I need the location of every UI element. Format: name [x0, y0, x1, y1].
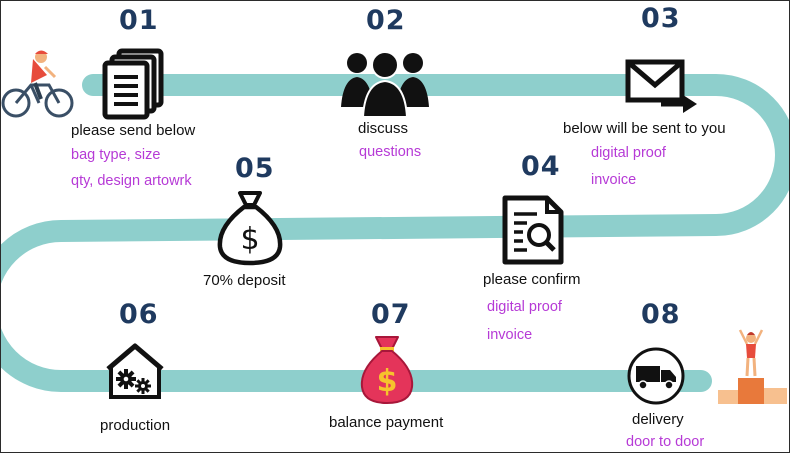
step-3-label: below will be sent to you	[563, 120, 726, 137]
step-1-label: please send below	[71, 122, 196, 139]
document-search-icon	[502, 195, 564, 265]
money-bag-outline-icon: $	[217, 191, 283, 266]
step-8-detail-1: door to door	[626, 434, 705, 450]
svg-text:$: $	[377, 364, 398, 399]
step-4-number: 04	[521, 151, 561, 182]
step-3-number: 03	[641, 3, 681, 34]
documents-icon	[102, 48, 164, 120]
factory-gears-icon	[106, 343, 164, 399]
step-2-detail-1: questions	[359, 144, 422, 160]
step-3-detail-2: invoice	[591, 172, 637, 188]
step-7-number: 07	[371, 299, 411, 330]
people-group-icon	[341, 51, 429, 117]
delivery-truck-icon	[627, 347, 685, 405]
step-8-number: 08	[641, 299, 681, 330]
money-bag-red-icon: $	[360, 336, 414, 405]
step-4-detail-1: digital proof	[487, 299, 562, 315]
step-3-detail-1: digital proof	[591, 145, 666, 161]
mail-send-icon	[625, 59, 697, 113]
step-5-label: 70% deposit	[203, 272, 286, 289]
svg-text:$: $	[240, 222, 259, 257]
step-5-number: 05	[235, 153, 275, 184]
step-1-detail-2: qty, design artowrk	[71, 173, 192, 189]
step-6-label: production	[100, 417, 171, 434]
step-4-detail-2: invoice	[487, 327, 533, 343]
step-8-label: delivery	[632, 411, 684, 428]
step-1-number: 01	[119, 5, 159, 36]
step-4-label: please confirm	[483, 271, 581, 288]
podium-winner-icon	[718, 329, 787, 404]
step-7-label: balance payment	[329, 414, 444, 431]
step-2-number: 02	[366, 5, 406, 36]
step-6-number: 06	[119, 299, 159, 330]
step-2-label: discuss	[358, 120, 409, 137]
cyclist-icon	[1, 50, 74, 118]
step-1-detail-1: bag type, size	[71, 147, 161, 163]
